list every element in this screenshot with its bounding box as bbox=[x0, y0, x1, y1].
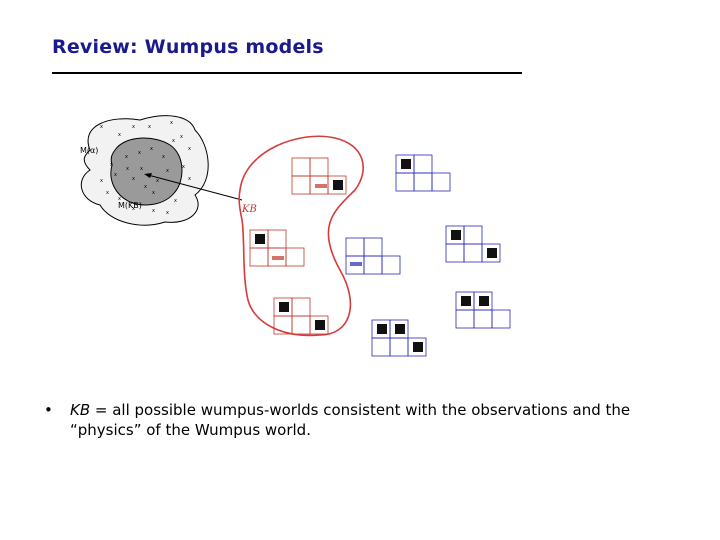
svg-text:x: x bbox=[132, 176, 135, 182]
svg-text:x: x bbox=[166, 168, 169, 174]
outer-grid-5-pit-c bbox=[413, 342, 423, 352]
svg-text:x: x bbox=[125, 154, 128, 160]
svg-text:x: x bbox=[132, 124, 135, 130]
slide-title: Review: Wumpus models bbox=[52, 36, 324, 58]
svg-text:x: x bbox=[152, 190, 155, 196]
arrow-head bbox=[144, 173, 152, 178]
outer-grid-2-breeze bbox=[350, 262, 362, 266]
kb-grid-3-pit-b bbox=[315, 320, 325, 330]
svg-text:x: x bbox=[100, 178, 103, 184]
kb-grid-1-breeze bbox=[315, 184, 327, 188]
svg-text:x: x bbox=[150, 146, 153, 152]
svg-text:x: x bbox=[100, 124, 103, 130]
outer-grid-2 bbox=[345, 237, 401, 275]
outer-grid-3-pit-b bbox=[487, 248, 497, 258]
bullet-body: = all possible wumpus-worlds consistent … bbox=[70, 401, 631, 439]
svg-text:x: x bbox=[188, 146, 191, 152]
kb-grid-2-breeze bbox=[272, 256, 284, 260]
svg-text:x: x bbox=[118, 196, 121, 202]
kb-grid-1-pit bbox=[333, 180, 343, 190]
kb-grid-3-pit-a bbox=[279, 302, 289, 312]
outer-grid-5-pit-a bbox=[377, 324, 387, 334]
outer-grid-4-pit-a bbox=[461, 296, 471, 306]
bullet-symbol: • bbox=[44, 401, 53, 419]
kb-region-label: KB bbox=[241, 204, 257, 215]
outer-grid-1-pit bbox=[401, 159, 411, 169]
svg-text:x: x bbox=[114, 172, 117, 178]
svg-text:x: x bbox=[152, 208, 155, 214]
outer-grid-4-pit-b bbox=[479, 296, 489, 306]
svg-text:x: x bbox=[148, 124, 151, 130]
svg-text:x: x bbox=[182, 164, 185, 170]
svg-text:x: x bbox=[162, 154, 165, 160]
outer-grid-5-pit-b bbox=[395, 324, 405, 334]
kb-grid-2 bbox=[249, 229, 305, 267]
outer-grid-5 bbox=[371, 319, 427, 357]
m-kb-label: M(KB) bbox=[118, 201, 142, 210]
svg-text:x: x bbox=[106, 190, 109, 196]
svg-text:x: x bbox=[140, 166, 143, 172]
svg-text:x: x bbox=[110, 162, 113, 168]
kb-grid-1 bbox=[291, 157, 347, 195]
kb-grid-2-pit bbox=[255, 234, 265, 244]
svg-text:x: x bbox=[132, 206, 135, 212]
outer-grid-3 bbox=[445, 225, 501, 263]
svg-text:x: x bbox=[144, 184, 147, 190]
svg-text:x: x bbox=[170, 120, 173, 126]
svg-text:x: x bbox=[172, 138, 175, 144]
svg-text:x: x bbox=[118, 132, 121, 138]
svg-text:x: x bbox=[174, 198, 177, 204]
svg-text:x: x bbox=[126, 166, 129, 172]
kb-grid-3 bbox=[273, 297, 329, 335]
svg-text:x: x bbox=[138, 150, 141, 156]
svg-text:x: x bbox=[180, 134, 183, 140]
svg-text:x: x bbox=[156, 178, 159, 184]
m-alpha-label: M(α) bbox=[80, 146, 98, 155]
pointer-arrow bbox=[147, 174, 243, 201]
m-kb-blob bbox=[110, 137, 183, 206]
svg-text:x: x bbox=[188, 176, 191, 182]
outer-grid-4 bbox=[455, 291, 511, 329]
kb-region-outline bbox=[238, 135, 364, 337]
title-underline bbox=[52, 72, 522, 74]
outer-grid-3-pit-a bbox=[451, 230, 461, 240]
kb-term: KB bbox=[70, 401, 91, 419]
svg-text:x: x bbox=[166, 210, 169, 216]
outer-grid-1 bbox=[395, 154, 451, 192]
bullet-text: KB = all possible wumpus-worlds consiste… bbox=[70, 400, 690, 440]
